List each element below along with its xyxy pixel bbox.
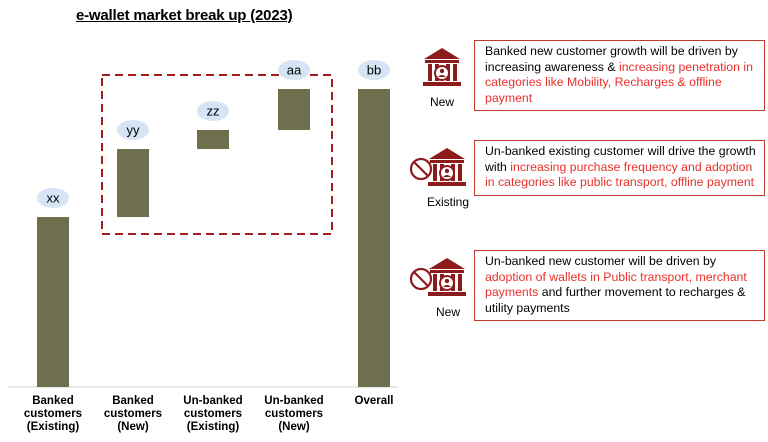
chart-title: e-wallet market break up (2023) <box>76 7 293 24</box>
category-label-line: customers <box>183 408 243 420</box>
category-label-5: Overall <box>334 395 414 408</box>
bar-value-label-1: xx <box>47 191 61 206</box>
bar-value-label-3: zz <box>207 104 220 119</box>
bar-5 <box>358 89 390 387</box>
highlight-text: increasing purchase frequency and adopti… <box>485 159 755 190</box>
bar-1 <box>37 217 69 387</box>
bar-label-pill-5 <box>358 60 390 80</box>
no-bank-icon <box>409 255 469 304</box>
insight-card-2: Un-banked existing customer will drive t… <box>474 140 765 196</box>
category-label-line: (Existing) <box>26 421 80 433</box>
bar-label-pill-4 <box>278 60 310 80</box>
card-icon-block-2: Existing <box>404 145 474 209</box>
bar-3 <box>197 130 229 149</box>
card-icon-caption: New <box>429 95 454 109</box>
card-icon-caption: Existing <box>426 195 470 209</box>
category-label-line: Un-banked <box>183 395 243 407</box>
category-label-line: (New) <box>278 421 310 433</box>
bar-label-pill-3 <box>197 101 229 121</box>
card-icon-block-1: New <box>418 45 466 109</box>
body-text: Banked new customer growth will be drive… <box>485 44 738 74</box>
body-text: and further movement to recharges & util… <box>485 285 746 315</box>
insight-card-1: Banked new customer growth will be drive… <box>474 40 765 111</box>
bar-label-pill-2 <box>117 120 149 140</box>
bar-value-label-2: yy <box>127 123 141 138</box>
insight-card-3: Un-banked new customer will be driven by… <box>474 250 765 321</box>
no-bank-icon <box>409 145 469 194</box>
bank-icon <box>420 45 464 94</box>
category-label-line: (New) <box>117 421 149 433</box>
body-text: Un-banked existing customer will drive t… <box>485 144 756 174</box>
bar-label-pill-1 <box>37 188 69 208</box>
category-label-line: customers <box>264 408 324 420</box>
waterfall-chart: xx yy zz aa bb <box>8 60 398 388</box>
category-label-line: customers <box>103 408 163 420</box>
card-icon-caption: New <box>435 305 460 319</box>
highlight-text: increasing penetration in categories lik… <box>485 59 753 105</box>
category-label-line: Overall <box>354 395 394 407</box>
category-label-line: Un-banked <box>264 395 324 407</box>
highlight-text: adoption of wallets in Public transport,… <box>485 269 747 300</box>
category-label-line: Banked <box>32 395 74 407</box>
bar-2 <box>117 149 149 217</box>
body-text: Un-banked new customer will be driven by <box>485 254 717 268</box>
bar-4 <box>278 89 310 130</box>
category-label-line: customers <box>23 408 83 420</box>
bar-value-label-5: bb <box>367 63 381 78</box>
category-label-line: Banked <box>112 395 154 407</box>
bar-value-label-4: aa <box>287 63 302 78</box>
card-icon-block-3: New <box>404 255 474 319</box>
category-label-line: (Existing) <box>186 421 240 433</box>
